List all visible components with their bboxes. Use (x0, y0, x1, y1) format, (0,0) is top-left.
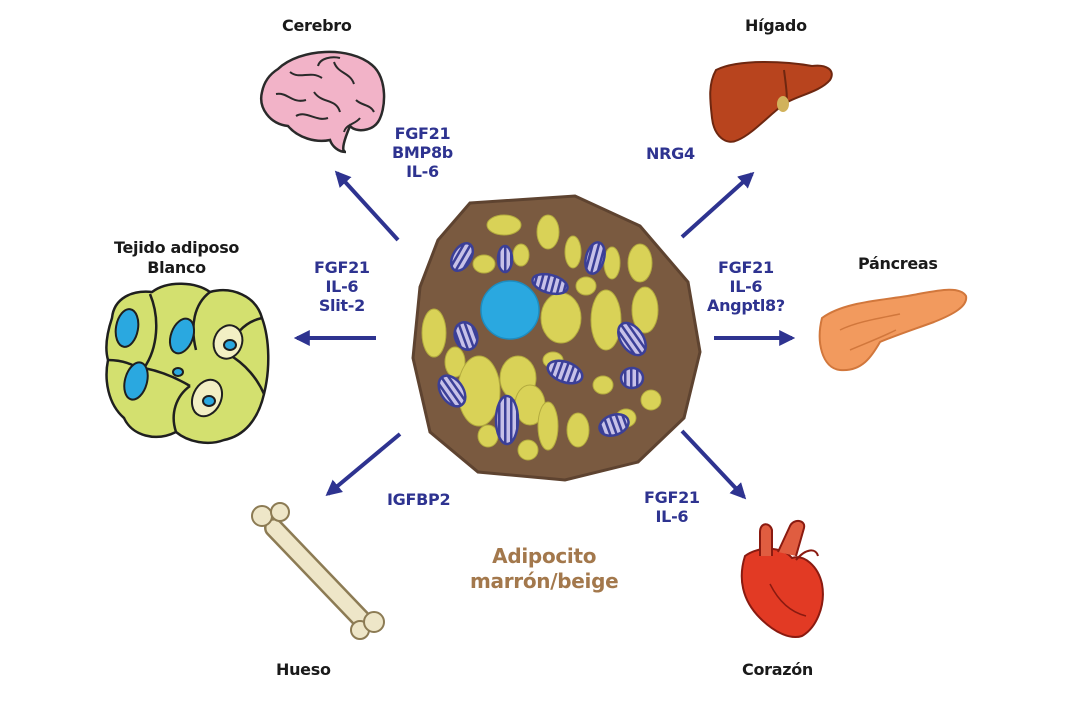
signal-white-fat-2: IL-6 (325, 277, 359, 296)
signals-white-fat: FGF21 IL-6 Slit-2 (314, 258, 370, 315)
signal-heart-2: IL-6 (655, 507, 689, 526)
signal-brain-1: FGF21 (394, 124, 451, 143)
adipocyte-label-line1: Adipocito (492, 544, 597, 568)
label-brain: Cerebro (282, 16, 352, 35)
white-adipose-tissue-icon (105, 282, 270, 444)
signal-pancreas-2: IL-6 (729, 277, 763, 296)
signal-pancreas-1: FGF21 (718, 258, 774, 277)
liver-icon (709, 61, 833, 143)
brown-adipocyte-icon (411, 194, 702, 482)
signals-brain: FGF21 BMP8b IL-6 (392, 124, 453, 181)
signal-white-fat-1: FGF21 (314, 258, 370, 277)
label-liver: Hígado (745, 16, 807, 35)
signal-heart-1: FGF21 (644, 488, 700, 507)
bone-icon (251, 502, 385, 640)
arrow-to-liver (680, 171, 755, 239)
label-white-fat: Tejido adiposo Blanco (114, 238, 239, 278)
label-pancreas: Páncreas (858, 254, 938, 273)
signals-heart: FGF21 IL-6 (644, 488, 700, 526)
arrows (293, 170, 796, 500)
signal-brain-2: BMP8b (392, 143, 453, 162)
arrow-to-heart (680, 429, 747, 500)
signals-bone: IGFBP2 (387, 490, 451, 509)
signal-pancreas-3: Angptl8? (707, 296, 785, 315)
pancreas-icon (818, 288, 968, 372)
adipocyte-label: Adipocito marrón/beige (470, 544, 619, 594)
label-bone: Hueso (276, 660, 331, 679)
label-white-fat-line2: Blanco (147, 258, 206, 277)
heart-icon (740, 520, 824, 638)
signal-brain-3: IL-6 (406, 162, 439, 181)
arrow-to-brain (334, 170, 400, 242)
signal-bone-1: IGFBP2 (387, 490, 451, 509)
label-heart: Corazón (742, 660, 814, 679)
signals-liver: NRG4 (646, 144, 695, 163)
brain-icon (259, 50, 386, 154)
signals-pancreas: FGF21 IL-6 Angptl8? (707, 258, 785, 315)
adipocyte-label-line2: marrón/beige (470, 569, 619, 593)
arrow-to-bone (325, 432, 402, 497)
signal-liver-1: NRG4 (646, 144, 695, 163)
label-white-fat-line1: Tejido adiposo (114, 238, 240, 257)
signal-white-fat-3: Slit-2 (318, 296, 365, 315)
